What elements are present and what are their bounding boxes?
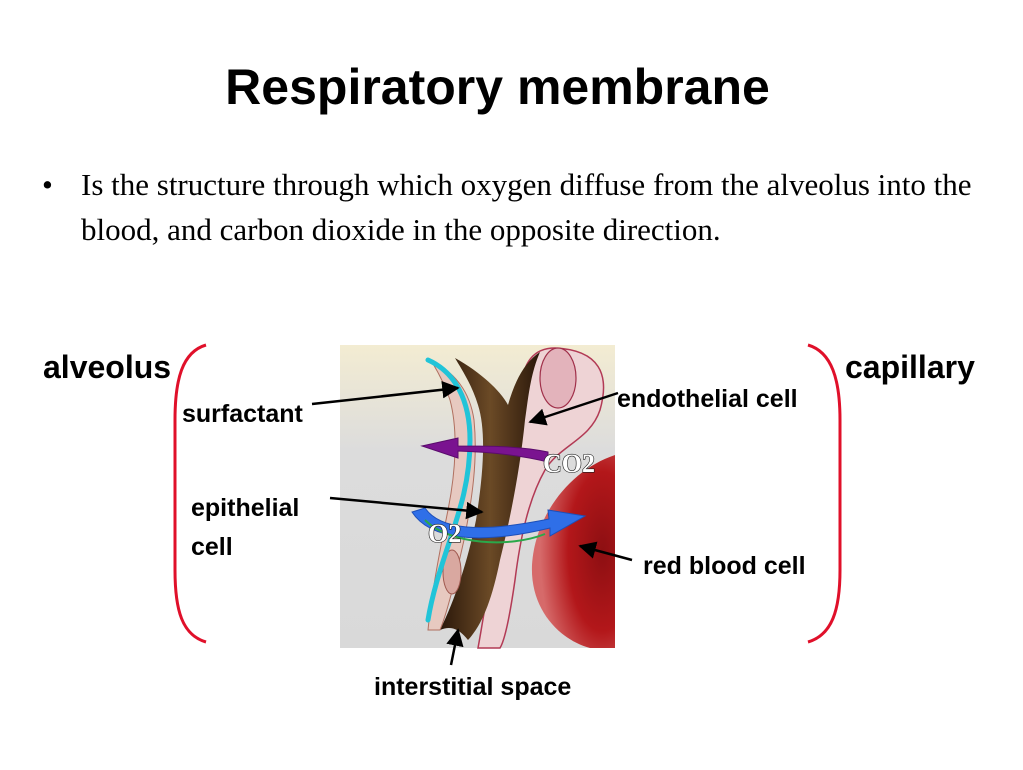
red-blood-cell-pointer [578,541,633,562]
surfactant-label: surfactant [182,400,303,428]
micrograph-panel: CO2 O2 [340,345,615,649]
o2-arrow-accent [424,519,546,544]
endothelial-nucleus [539,347,577,409]
bullet-text: Is the structure through which oxygen di… [81,167,972,247]
epithelial-pointer [329,496,484,520]
capillary-label: capillary [845,349,975,385]
surfactant-pointer [311,381,460,406]
red-blood-cell-shape [531,455,615,648]
epithelial-cell-label-line2: cell [191,533,233,561]
epithelial-nucleus [442,549,462,595]
alveolus-bracket [173,343,207,644]
co2-label: CO2 [543,449,595,478]
o2-label: O2 [428,519,461,548]
capillary-bracket [807,343,842,644]
epithelial-layer [427,360,476,631]
interstitial-pointer [446,628,464,666]
red-blood-cell-label: red blood cell [643,552,806,580]
interstitial-core [440,352,540,640]
alveolus-label: alveolus [43,349,172,385]
page-title: Respiratory membrane [225,59,770,115]
endothelial-pointer [528,391,619,426]
endothelial-cell-label: endothelial cell [617,385,798,413]
epithelial-cell-label-line1: epithelial [191,494,300,522]
co2-arrow [420,437,549,463]
bullet-marker: • [42,167,53,202]
interstitial-space-label: interstitial space [374,673,572,701]
